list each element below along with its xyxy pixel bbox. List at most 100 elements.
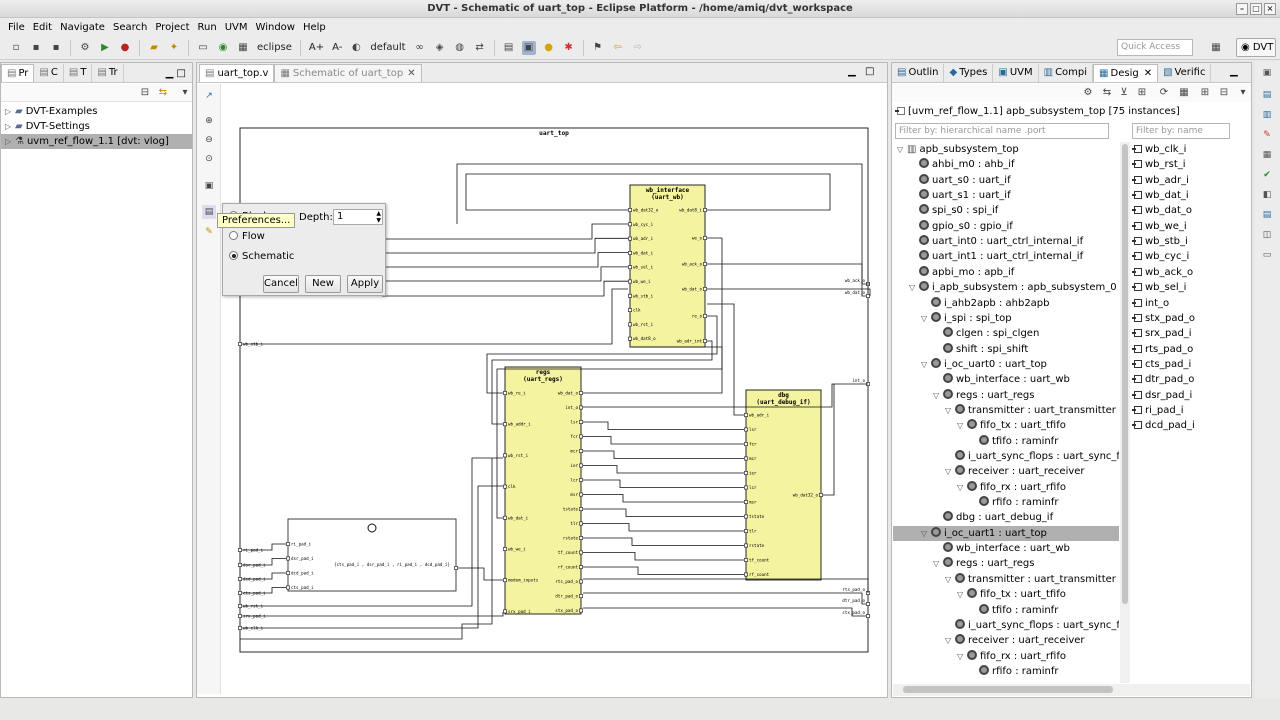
project-item[interactable]: ▷▰DVT-Examples	[1, 104, 192, 119]
instance-item[interactable]: ▽transmitter : uart_transmitter	[893, 403, 1119, 418]
block-view-icon[interactable]: ▤	[503, 41, 514, 53]
right-tab-outlin[interactable]: ▤Outlin	[892, 64, 945, 82]
block-port-pin[interactable]	[744, 558, 748, 562]
zoom-out-icon[interactable]: ⊖	[205, 135, 213, 145]
maximize-button[interactable]: □	[1250, 3, 1262, 15]
instance-item[interactable]: spi_s0 : spi_if	[893, 203, 1119, 218]
hier-filter-input[interactable]: Filter by: hierarchical name .port	[895, 123, 1109, 139]
remove-icon[interactable]: ✱	[564, 41, 573, 53]
close-tab-icon[interactable]: ✕	[407, 68, 416, 79]
collapse-arrow-icon[interactable]: ▽	[945, 574, 952, 584]
block-dbg[interactable]	[745, 389, 822, 581]
maximize-editor-icon[interactable]: □	[865, 66, 875, 77]
top-output-pin[interactable]	[866, 614, 870, 618]
save-image-icon[interactable]: ▣	[204, 181, 214, 191]
collapse-arrow-icon[interactable]: ▽	[933, 559, 940, 569]
block-port-pin[interactable]	[819, 493, 823, 497]
close-tab-icon[interactable]: ✕	[1143, 68, 1153, 79]
instance-item[interactable]: dbg : uart_debug_if	[893, 510, 1119, 525]
instance-item[interactable]: tfifo : raminfr	[893, 434, 1119, 449]
top-input-pin[interactable]	[238, 577, 242, 581]
block-port-pin[interactable]	[744, 442, 748, 446]
view-option-schematic[interactable]: Schematic	[229, 250, 294, 264]
minimize-view-icon[interactable]: ▁	[1230, 66, 1238, 77]
instance-item[interactable]: uart_s0 : uart_if	[893, 173, 1119, 188]
collapse-arrow-icon[interactable]: ▽	[957, 590, 964, 600]
port-item[interactable]: wb_adr_i	[1132, 173, 1189, 188]
open-perspective-icon[interactable]: ▦	[1211, 42, 1221, 53]
block-port-pin[interactable]	[703, 339, 707, 343]
search-icon[interactable]: ◍	[455, 41, 464, 53]
block-port-pin[interactable]	[628, 208, 632, 212]
menu-window[interactable]: Window	[255, 21, 295, 33]
run-icon[interactable]: ▶	[101, 41, 109, 53]
project-item[interactable]: ▷▰DVT-Settings	[1, 119, 192, 134]
instance-item[interactable]: uart_int1 : uart_ctrl_internal_if	[893, 249, 1119, 264]
scroll-thumb[interactable]	[1122, 144, 1128, 604]
instance-item[interactable]: i_ahb2apb : ahb2apb	[893, 296, 1119, 311]
palette-icon[interactable]: ◐	[352, 41, 361, 53]
instance-tree-scrollbar[interactable]	[1120, 142, 1130, 683]
block-port-pin[interactable]	[579, 478, 583, 482]
font-decrease-button[interactable]: A-	[332, 42, 343, 53]
block-port-pin[interactable]	[628, 251, 632, 255]
collapse-arrow-icon[interactable]: ▽	[957, 651, 964, 661]
port-item[interactable]: wb_clk_i	[1132, 142, 1186, 157]
right-tab-compi[interactable]: ▥Compi	[1039, 64, 1094, 82]
console-icon[interactable]: ▤	[1262, 90, 1272, 100]
instance-item[interactable]: ▽transmitter : uart_transmitter	[893, 572, 1119, 587]
block-port-pin[interactable]	[628, 293, 632, 298]
collapse-arrow-icon[interactable]: ▽	[945, 405, 952, 415]
instance-item[interactable]: ▽regs : uart_regs	[893, 388, 1119, 403]
block-port-pin[interactable]	[628, 236, 632, 241]
block-port-pin[interactable]	[579, 463, 583, 468]
instance-item[interactable]: i_uart_sync_flops : uart_sync_flops	[893, 618, 1119, 633]
minimize-left-icon[interactable]: ▁ □	[165, 68, 186, 79]
apply-button[interactable]: Apply	[347, 275, 383, 293]
grid-icon[interactable]: ▦	[238, 41, 248, 53]
design-filter-icon[interactable]: ⊻	[1120, 87, 1128, 98]
back-icon[interactable]: ⇦	[613, 41, 622, 53]
block-port-pin[interactable]	[579, 565, 583, 569]
design-expand-icon[interactable]: ⊞	[1137, 87, 1147, 98]
port-item[interactable]: wb_sel_i	[1132, 280, 1186, 295]
link-with-editor-icon[interactable]: ⇆	[158, 87, 168, 98]
instance-item[interactable]: tfifo : raminfr	[893, 603, 1119, 618]
instance-item[interactable]: rfifo : raminfr	[893, 664, 1119, 679]
collapse-arrow-icon[interactable]: ▽	[945, 467, 952, 477]
instance-item[interactable]: shift : spi_shift	[893, 342, 1119, 357]
right-tab-desig[interactable]: ▦Desig✕	[1093, 64, 1159, 82]
block-port-pin[interactable]	[503, 391, 507, 395]
port-item[interactable]: dsr_pad_i	[1132, 388, 1192, 403]
zoom-in-icon[interactable]: ⊕	[205, 116, 213, 126]
top-input-pin[interactable]	[238, 626, 242, 630]
block-port-pin[interactable]	[503, 547, 507, 551]
block-port-pin[interactable]	[628, 322, 632, 327]
collapse-arrow-icon[interactable]: ▽	[957, 482, 964, 492]
export-icon[interactable]: ↗	[205, 91, 213, 101]
collapse-all-icon[interactable]: ⊟	[140, 87, 150, 98]
block-port-pin[interactable]	[503, 453, 507, 458]
block-port-pin[interactable]	[744, 485, 748, 490]
port-item[interactable]: cts_pad_i	[1132, 357, 1191, 372]
block-port-pin[interactable]	[579, 507, 583, 511]
block-port-pin[interactable]	[579, 492, 583, 497]
top-input-pin[interactable]	[238, 342, 242, 346]
port-item[interactable]: wb_stb_i	[1132, 234, 1188, 249]
properties-icon[interactable]: ▤	[1262, 210, 1272, 220]
menu-uvm[interactable]: UVM	[224, 21, 248, 33]
layers-icon[interactable]: ◧	[1262, 190, 1272, 200]
menu-search[interactable]: Search	[112, 21, 148, 33]
tasks-icon[interactable]: ▥	[1262, 110, 1272, 120]
concat-port-pin[interactable]	[286, 542, 290, 546]
editor-tab-0[interactable]: ▤uart_top.v	[199, 64, 275, 82]
minimize-button[interactable]: –	[1236, 3, 1248, 15]
block-port-pin[interactable]	[744, 456, 748, 461]
port-item[interactable]: rts_pad_o	[1132, 342, 1193, 357]
toggle-icon[interactable]: ◈	[435, 41, 444, 53]
menu-run[interactable]: Run	[197, 21, 217, 33]
wand-icon[interactable]: ✦	[169, 41, 179, 53]
build-icon[interactable]: ⚙	[80, 41, 90, 53]
block-port-pin[interactable]	[503, 578, 507, 583]
collapse-arrow-icon[interactable]: ▽	[933, 390, 940, 400]
